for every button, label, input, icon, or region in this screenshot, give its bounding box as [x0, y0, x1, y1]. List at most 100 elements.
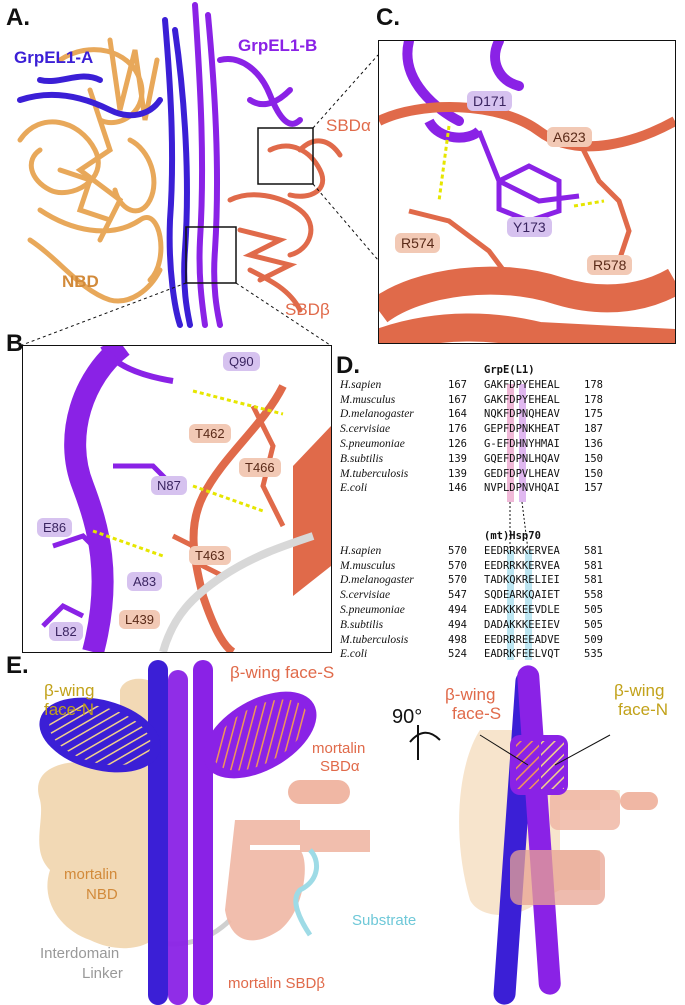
hsp-end: 505	[584, 603, 603, 616]
grpe-seq: NQKFDPNQHEAV	[484, 408, 560, 421]
hsp-start: 547	[448, 589, 467, 602]
hsp-seq: EEDRRREEADVE	[484, 633, 560, 646]
grpe-seq: NVPLDPNVHQAI	[484, 482, 560, 495]
hsp-species: S.pneumoniae	[340, 603, 405, 616]
hsp-species: H.sapien	[340, 544, 382, 557]
hsp-start: 498	[448, 633, 467, 646]
label-e-sbd-beta: mortalin SBDβ	[228, 975, 325, 992]
grpe-end: 157	[584, 482, 603, 495]
label-e-linker-2: Linker	[82, 965, 123, 982]
panel-d-highlights	[507, 384, 532, 660]
hsp-end: 581	[584, 574, 603, 587]
res-q90: Q90	[223, 352, 260, 371]
label-e-linker-1: Interdomain	[40, 945, 120, 962]
grpe-species: M.tuberculosis	[340, 467, 409, 480]
hsp-end: 581	[584, 544, 603, 557]
res-r578: R578	[587, 255, 633, 275]
grpe-seq: GQEFDPNLHQAV	[484, 452, 560, 465]
helix-a	[148, 660, 168, 1005]
grpe-start: 126	[448, 437, 467, 450]
hsp-species: M.tuberculosis	[340, 633, 409, 646]
grpe-species: H.sapien	[340, 378, 382, 391]
helix-b2	[193, 660, 213, 1005]
res-a83: A83	[127, 572, 163, 591]
panel-c-box: D171 A623 R574 Y173 R578	[378, 40, 676, 344]
grpe-species: D.melanogaster	[340, 408, 414, 421]
label-e-rotation: 90°	[392, 706, 423, 728]
grpe-start: 164	[448, 408, 467, 421]
hsp-species: E.coli	[340, 648, 368, 661]
label-e-sbd-alpha-1: mortalin	[312, 740, 366, 757]
sbd-beta-shape	[225, 820, 305, 941]
label-e-nbd-2: NBD	[86, 886, 118, 903]
sbd-alpha-shape	[288, 780, 350, 804]
grpe-seq: GEDFDPVLHEAV	[484, 467, 560, 480]
grpe-species: S.pneumoniae	[340, 437, 405, 450]
res-y173: Y173	[507, 217, 552, 237]
res-d171: D171	[467, 91, 513, 111]
res-t463: T463	[189, 546, 231, 565]
hsp-row: D.melanogaster 570 TADKQKRELIEI 581	[340, 573, 614, 588]
label-grpel1-a: GrpEL1-A	[14, 48, 94, 67]
label-grpel1-b: GrpEL1-B	[238, 36, 318, 55]
alignment-header-grpe: GrpE(L1)	[484, 364, 535, 376]
hsp-start: 570	[448, 559, 467, 572]
panel-d-letter: D.	[336, 352, 360, 379]
panel-e-letter: E.	[6, 652, 29, 679]
grpel1-b-cartoon	[192, 2, 303, 328]
substrate-shape	[293, 848, 320, 937]
hsp-seq: SQDEARKQAIET	[484, 589, 560, 602]
panel-c-letter: C.	[376, 4, 400, 31]
hsp-start: 494	[448, 618, 467, 631]
label-e-wing-s-right-1: β-wing	[445, 685, 496, 704]
hsp-seq: EEDRRKKERVEA	[484, 544, 560, 557]
label-e-wing-s-left: β-wing face-S	[230, 663, 335, 682]
label-e-wing-n-right-1: β-wing	[614, 681, 665, 700]
grpe-end: 150	[584, 467, 603, 480]
grpe-row: D.melanogaster 164 NQKFDPNQHEAV 175	[340, 407, 614, 422]
zoom-box-b	[185, 226, 237, 284]
res-a623: A623	[547, 127, 592, 147]
hsp-species: M.musculus	[340, 559, 396, 572]
res-n87: N87	[151, 476, 187, 495]
nbd-cartoon	[17, 37, 164, 304]
hsp-end: 581	[584, 559, 603, 572]
grpe-end: 175	[584, 408, 603, 421]
grpe-seq: GAKFDPYEHEAL	[484, 393, 560, 406]
grpe-species: M.musculus	[340, 393, 396, 406]
panel-b-box: Q90 T462 T466 N87 E86 T463 A83 L439 L82	[22, 345, 332, 653]
zoom-box-c	[257, 127, 314, 185]
panel-c-structure	[379, 41, 675, 343]
hsp-species: D.melanogaster	[340, 574, 414, 587]
grpe-seq: GEPFDPNKHEAT	[484, 423, 560, 436]
sbd-cartoon	[227, 138, 343, 313]
hsp-seq: EADRKFEELVQT	[484, 648, 560, 661]
panel-e-schematic	[38, 660, 658, 1005]
hsp-species: S.cervisiae	[340, 589, 391, 602]
grpe-start: 167	[448, 378, 467, 391]
label-e-substrate: Substrate	[352, 912, 417, 929]
panel-b-structure	[41, 346, 331, 652]
grpe-start: 176	[448, 423, 467, 436]
grpel1-a-cartoon	[17, 17, 193, 328]
hsp-seq: EADKKKEEVDLE	[484, 603, 560, 616]
alignment-header-hsp70: (mt)Hsp70	[484, 530, 541, 542]
hsp-start: 570	[448, 574, 467, 587]
grpe-seq: GAKFDPYEHEAL	[484, 378, 560, 391]
res-r574: R574	[395, 233, 441, 253]
grpe-start: 167	[448, 393, 467, 406]
wing-s-left-hatch	[212, 699, 308, 771]
label-sbd-alpha: SBDα	[326, 116, 371, 135]
grpe-species: B.subtilis	[340, 452, 384, 465]
hsp-seq: TADKQKRELIEI	[484, 574, 560, 587]
